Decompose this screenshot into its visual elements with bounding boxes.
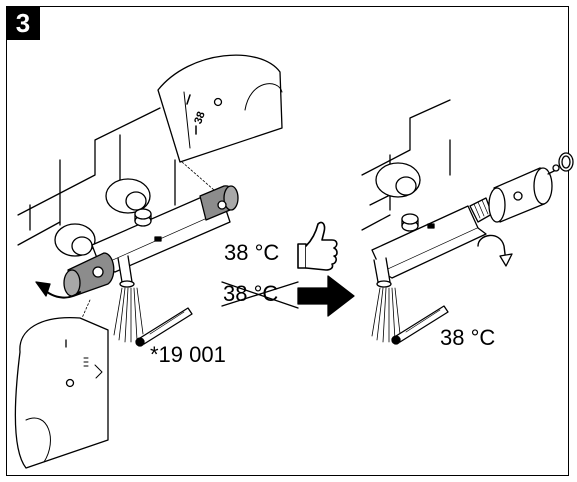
illustration-frame [6,6,569,476]
dial-zoom-top [157,54,283,191]
thumbs-up-icon [297,221,338,271]
temperature-crossed-label: 38 °C [223,281,279,306]
water-spray-icon [113,287,144,343]
water-spray-icon [371,287,401,343]
right-thermostat-body [371,162,493,288]
left-thermostat-body [54,178,239,297]
rotate-arrow-icon [477,234,507,263]
dial-marking: 38 [192,110,207,126]
dial-zoom-bottom [14,299,109,469]
step-number-badge: 3 [6,6,40,40]
exploded-handle [488,152,574,223]
arrow-right-icon [297,275,355,317]
thermometer-icon [391,305,449,345]
temperature-final-label: 38 °C [440,325,496,350]
part-number-label: *19 001 [150,342,226,367]
thermometer-icon [135,307,193,347]
temperature-ok-label: 38 °C [224,240,280,265]
